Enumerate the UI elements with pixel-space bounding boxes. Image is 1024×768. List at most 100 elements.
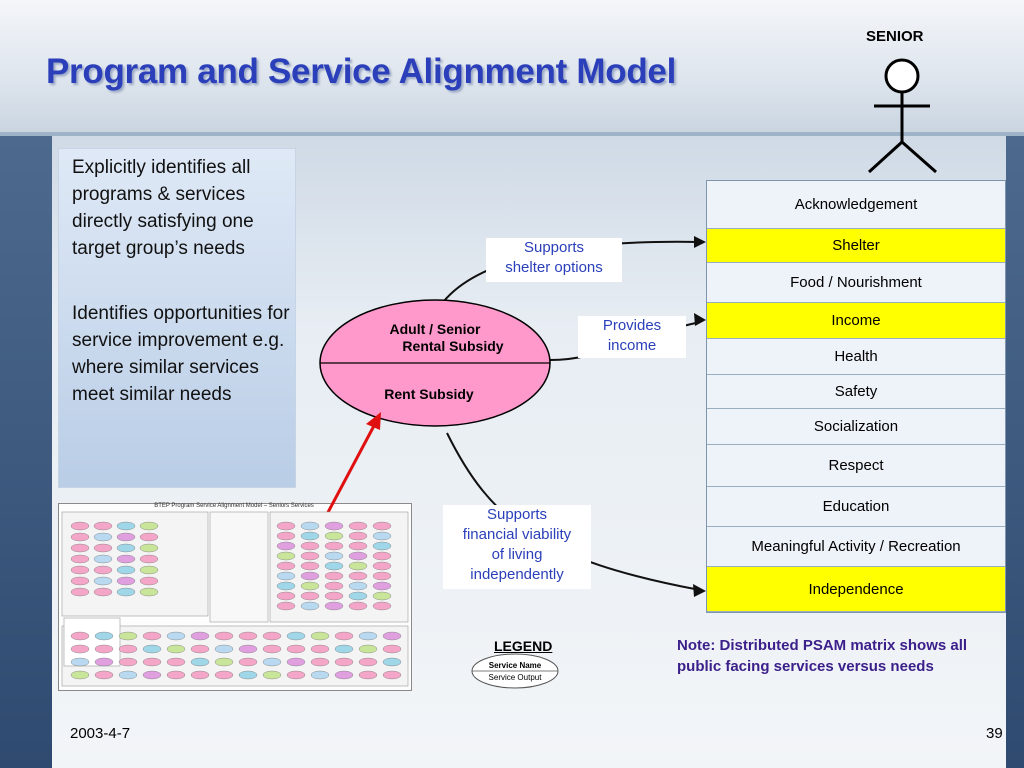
- thumbnail-oval: [93, 543, 113, 553]
- arrowhead-independence: [693, 584, 706, 597]
- slide-title: Program and Service Alignment Model: [46, 52, 677, 91]
- thumbnail-oval: [142, 657, 162, 667]
- thumbnail-oval: [372, 531, 392, 541]
- thumbnail-oval: [93, 576, 113, 586]
- thumbnail-oval: [190, 644, 210, 654]
- thumbnail-oval: [324, 581, 344, 591]
- thumbnail-oval: [139, 565, 159, 575]
- thumbnail-oval: [300, 571, 320, 581]
- thumbnail-oval: [238, 670, 258, 680]
- connector-label-shelter-line2: shelter options: [505, 259, 603, 276]
- thumbnail-oval: [139, 554, 159, 564]
- need-row-acknowledgement: Acknowledgement: [707, 181, 1005, 229]
- psam-matrix-thumbnail-title: BTEP Program Service Alignment Model – S…: [154, 503, 314, 509]
- legend-service-output: Service Output: [488, 673, 542, 682]
- thumbnail-oval: [116, 543, 136, 553]
- thumbnail-oval: [93, 521, 113, 531]
- thumbnail-oval: [382, 644, 402, 654]
- thumbnail-oval: [324, 541, 344, 551]
- thumbnail-oval: [166, 657, 186, 667]
- thumbnail-oval: [214, 631, 234, 641]
- service-name-line1: Adult / Senior: [389, 321, 481, 337]
- thumbnail-oval: [372, 581, 392, 591]
- thumbnail-oval: [372, 521, 392, 531]
- arrowhead-shelter: [694, 236, 706, 248]
- thumbnail-oval: [238, 631, 258, 641]
- thumbnail-oval: [116, 565, 136, 575]
- thumbnail-oval: [190, 670, 210, 680]
- intro-paragraph-2: Identifies opportunities for service imp…: [72, 303, 290, 405]
- thumbnail-oval: [372, 571, 392, 581]
- intro-paragraph-1: Explicitly identifies all programs & ser…: [72, 157, 254, 259]
- thumbnail-oval: [372, 551, 392, 561]
- thumbnail-oval: [300, 521, 320, 531]
- thumbnail-oval: [358, 644, 378, 654]
- thumbnail-oval: [276, 551, 296, 561]
- thumbnail-oval: [190, 631, 210, 641]
- thumbnail-oval: [214, 657, 234, 667]
- right-side-band: [1006, 136, 1024, 768]
- thumbnail-oval: [382, 670, 402, 680]
- thumbnail-oval: [94, 644, 114, 654]
- thumbnail-oval: [324, 571, 344, 581]
- red-arrowhead: [366, 412, 381, 430]
- thumbnail-oval: [139, 587, 159, 597]
- thumbnail-oval: [300, 591, 320, 601]
- thumbnail-oval: [324, 521, 344, 531]
- need-row-independence: Independence: [707, 567, 1005, 612]
- need-row-shelter: Shelter: [707, 229, 1005, 263]
- thumbnail-oval: [300, 581, 320, 591]
- thumbnail-oval: [262, 631, 282, 641]
- thumbnail-oval: [348, 521, 368, 531]
- thumbnail-oval: [118, 657, 138, 667]
- thumbnail-oval: [214, 670, 234, 680]
- thumbnail-oval: [70, 521, 90, 531]
- thumbnail-oval: [262, 644, 282, 654]
- thumbnail-oval: [286, 657, 306, 667]
- thumbnail-oval: [310, 670, 330, 680]
- thumbnail-oval: [348, 561, 368, 571]
- thumbnail-oval: [310, 644, 330, 654]
- service-name-line2: Rental Subsidy: [402, 338, 504, 354]
- need-row-meaningful-activity-recreation: Meaningful Activity / Recreation: [707, 527, 1005, 567]
- thumbnail-oval: [276, 531, 296, 541]
- need-row-respect: Respect: [707, 445, 1005, 487]
- thumbnail-oval: [348, 531, 368, 541]
- need-row-health: Health: [707, 339, 1005, 375]
- thumbnail-oval: [372, 561, 392, 571]
- thumbnail-oval: [70, 554, 90, 564]
- thumbnail-oval: [116, 576, 136, 586]
- thumbnail-oval: [166, 670, 186, 680]
- thumbnail-oval: [324, 531, 344, 541]
- legend-service-name: Service Name: [488, 661, 542, 670]
- thumbnail-oval: [334, 670, 354, 680]
- thumbnail-oval: [276, 561, 296, 571]
- thumbnail-oval: [300, 551, 320, 561]
- legend-title: LEGEND: [494, 638, 553, 654]
- thumbnail-oval: [70, 657, 90, 667]
- thumbnail-oval: [166, 644, 186, 654]
- thumbnail-oval: [262, 657, 282, 667]
- thumbnail-oval: [139, 532, 159, 542]
- thumbnail-oval: [310, 631, 330, 641]
- service-output: Rent Subsidy: [384, 386, 474, 402]
- thumbnail-oval: [348, 541, 368, 551]
- header-band: [0, 0, 1024, 136]
- thumbnail-oval: [139, 543, 159, 553]
- thumbnail-oval: [286, 644, 306, 654]
- thumbnail-oval: [372, 591, 392, 601]
- senior-label: SENIOR: [866, 28, 924, 45]
- thumbnail-oval: [139, 521, 159, 531]
- thumbnail-oval: [118, 631, 138, 641]
- arrowhead-income: [694, 313, 706, 326]
- thumbnail-oval: [276, 601, 296, 611]
- connector-label-independence-line1: Supports: [486, 506, 548, 523]
- thumbnail-oval: [94, 657, 114, 667]
- thumbnail-oval: [334, 644, 354, 654]
- thumbnail-oval: [116, 587, 136, 597]
- thumbnail-oval: [348, 551, 368, 561]
- thumbnail-oval: [382, 657, 402, 667]
- thumbnail-oval: [116, 521, 136, 531]
- thumbnail-oval: [382, 631, 402, 641]
